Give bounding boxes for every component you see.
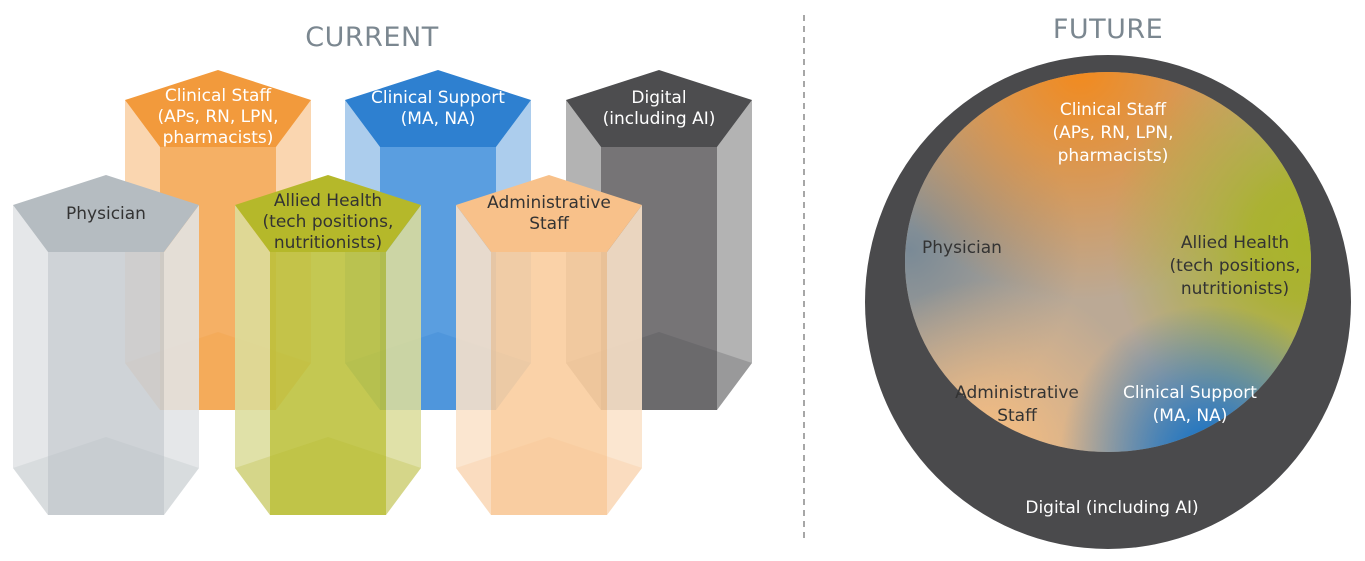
- prism-right-side: [717, 100, 752, 410]
- prism-label-line: Allied Health: [274, 191, 382, 211]
- prism-label-line: nutritionists): [274, 233, 382, 253]
- prism-label-line: (MA, NA): [401, 109, 476, 129]
- future-label-allied-health: Allied Health (tech positions, nutritionis…: [1170, 233, 1301, 299]
- future-labels: Clinical Staff (APs, RN, LPN, pharmacists)…: [922, 100, 1300, 426]
- prism-bottom-face: [235, 437, 421, 515]
- prism-left-side: [456, 205, 491, 515]
- prism-bottom-face: [456, 437, 642, 515]
- future-label-line: Administrative: [955, 383, 1079, 403]
- future-label-line: Clinical Support: [1123, 383, 1257, 403]
- future-title: FUTURE: [1053, 14, 1163, 45]
- prism-front-face: [48, 252, 164, 515]
- future-label-line: Physician: [922, 238, 1002, 258]
- future-label-line: Staff: [997, 406, 1038, 426]
- ring-label: Digital (including AI): [1025, 498, 1198, 518]
- prism-top-face: [13, 175, 199, 252]
- prism-right-side: [386, 205, 421, 515]
- future-label-line: nutritionists): [1181, 279, 1289, 299]
- prism-label-line: Administrative: [487, 193, 611, 213]
- future-label-line: (APs, RN, LPN,: [1052, 123, 1173, 143]
- future-label-clinical-staff: Clinical Staff (APs, RN, LPN, pharmacists): [1052, 100, 1173, 166]
- prism-right-side: [607, 205, 642, 515]
- prism-front-face: [270, 252, 386, 515]
- future-label-line: Allied Health: [1181, 233, 1289, 253]
- prism-label-line: Staff: [529, 214, 570, 234]
- prism-label-line: Clinical Staff: [165, 86, 273, 106]
- prism-label-line: pharmacists): [163, 128, 274, 148]
- prism-label-line: (including AI): [603, 109, 716, 129]
- prism-label-line: (APs, RN, LPN,: [157, 107, 278, 127]
- prism-allied-health: Allied Health(tech positions,nutritionis…: [235, 175, 421, 515]
- prism-bottom-face: [13, 437, 199, 515]
- prism-label-line: Digital: [631, 88, 686, 108]
- current-prisms: Clinical Staff(APs, RN, LPN,pharmacists)…: [13, 70, 752, 515]
- prism-label-line: Physician: [66, 204, 146, 224]
- future-label-physician: Physician: [922, 238, 1002, 258]
- prism-top-face: [235, 175, 421, 252]
- future-label-clinical-support: Clinical Support (MA, NA): [1123, 383, 1257, 426]
- future-label-line: (tech positions,: [1170, 256, 1301, 276]
- future-label-line: pharmacists): [1058, 146, 1169, 166]
- current-title: CURRENT: [305, 22, 438, 53]
- prism-front-face: [491, 252, 607, 515]
- prism-label-line: (tech positions,: [263, 212, 394, 232]
- prism-top-face: [566, 70, 752, 147]
- prism-top-face: [345, 70, 531, 147]
- prism-label-line: Clinical Support: [371, 88, 505, 108]
- future-label-line: (MA, NA): [1153, 406, 1228, 426]
- future-label-line: Clinical Staff: [1060, 100, 1168, 120]
- prism-left-side: [13, 205, 48, 515]
- prism-top-face: [125, 70, 311, 147]
- prism-physician: Physician: [13, 175, 199, 515]
- prism-left-side: [235, 205, 270, 515]
- prism-top-face: [456, 175, 642, 252]
- blended-workforce-circle: [905, 72, 1311, 452]
- prism-right-side: [164, 205, 199, 515]
